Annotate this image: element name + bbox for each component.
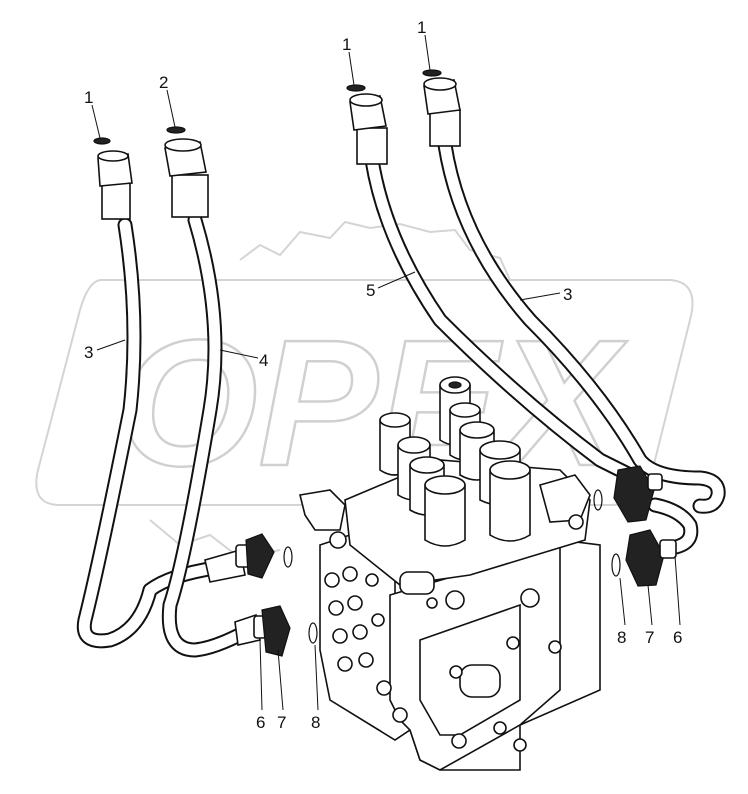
hose-end-fitting-1-left: [93, 137, 133, 220]
cover-port: [459, 664, 501, 698]
callout-6-right: 6: [673, 628, 682, 647]
o-ring: [166, 126, 186, 134]
nut: [613, 465, 655, 523]
o-ring: [422, 69, 442, 77]
callout-4: 4: [259, 351, 268, 370]
corner-mark: ⁀⁀: [712, 0, 742, 15]
callout-7-right: 7: [645, 628, 654, 647]
solenoid-cartridges: [379, 376, 531, 547]
nut-7: [261, 605, 291, 657]
bolt: [451, 733, 467, 749]
nut-7: [245, 533, 275, 579]
o-ring-8: [308, 622, 318, 644]
bolt: [449, 665, 463, 679]
right-hose-3: [437, 137, 726, 514]
top-port: [399, 571, 435, 595]
callout-5: 5: [366, 281, 375, 300]
callout-1-mid: 1: [342, 35, 351, 54]
control-valve-block: [299, 376, 601, 771]
nut-7: [625, 529, 665, 587]
callout-6-left: 6: [256, 713, 265, 732]
callout-7-left: 7: [277, 713, 286, 732]
callout-8-left: 8: [311, 713, 320, 732]
left-fitting: [299, 489, 346, 531]
right-fitting-lower: [611, 529, 677, 587]
right-hose-5-elbow: [647, 497, 699, 556]
plug: [445, 590, 465, 610]
callout-1-left: 1: [84, 88, 93, 107]
o-ring-8: [611, 553, 621, 577]
right-fitting-upper: [593, 465, 663, 523]
callout-3-left: 3: [84, 343, 93, 362]
watermark-gear: [239, 220, 511, 281]
hose-end-fitting-1-right: [422, 69, 461, 147]
plug-small: [426, 597, 438, 609]
leader-lines: [91, 34, 681, 711]
side-ports: [324, 566, 408, 723]
hose-end-fitting-2: [164, 126, 209, 218]
hose-end-fitting-1-mid: [346, 84, 388, 165]
plug: [568, 514, 584, 530]
watermark-plate: [35, 279, 694, 506]
right-hose-5: [364, 152, 638, 483]
bolt: [513, 738, 527, 752]
callout-8-right: 8: [617, 628, 626, 647]
o-ring: [593, 489, 603, 511]
callout-3-right: 3: [563, 285, 572, 304]
bolt: [548, 640, 562, 654]
callout-1-right: 1: [417, 18, 426, 37]
o-ring: [346, 84, 366, 92]
right-fitting: [539, 474, 591, 523]
plug: [329, 531, 347, 549]
callout-numbers: 1 2 1 1 3 4 5 3 6 7 8 8 7 6: [84, 18, 682, 732]
lower-left-fitting-lower: [234, 605, 318, 657]
o-ring-8: [283, 546, 293, 568]
port: [520, 588, 540, 608]
bolt: [506, 636, 520, 650]
left-hose-3: [76, 217, 223, 649]
lower-left-fitting-upper: [204, 533, 293, 583]
bolt: [493, 721, 507, 735]
o-ring: [93, 137, 111, 145]
callout-2: 2: [159, 73, 168, 92]
left-hose-4: [161, 212, 253, 658]
